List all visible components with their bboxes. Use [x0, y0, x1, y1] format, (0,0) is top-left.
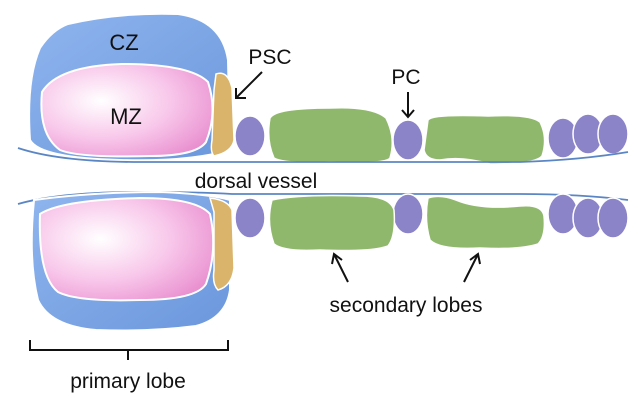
medullary-zone-bottom [38, 196, 215, 302]
pc-label: PC [391, 66, 420, 89]
pericardial-cell [392, 119, 424, 161]
pericardial-cell [392, 193, 424, 235]
pericardial-cell [234, 197, 266, 239]
pericardial-cell [234, 115, 266, 157]
secondary-lobe [267, 106, 393, 164]
dorsal-vessel-label: dorsal vessel [195, 170, 318, 193]
psc-top [210, 72, 235, 157]
secondary-lobe-arrow-right [463, 252, 481, 283]
primary-lobe-bracket [29, 340, 229, 360]
secondary-lobe-arrow-left [331, 252, 349, 283]
pc-arrow [401, 92, 415, 119]
secondary-lobe [268, 194, 396, 252]
secondary-lobes-label: secondary lobes [330, 294, 483, 317]
cz-label: CZ [109, 30, 138, 55]
psc-arrow [235, 71, 263, 99]
primary-lobe-label: primary lobe [70, 370, 186, 393]
secondary-lobe [423, 114, 546, 165]
mz-label: MZ [110, 104, 142, 129]
vessel-outline-top [17, 147, 629, 163]
secondary-lobe [425, 195, 546, 250]
psc-label: PSC [248, 46, 291, 69]
pericardial-cell [597, 197, 629, 239]
psc-bottom [208, 197, 235, 291]
pericardial-cell [597, 113, 629, 155]
medullary-zone-top [40, 62, 214, 158]
